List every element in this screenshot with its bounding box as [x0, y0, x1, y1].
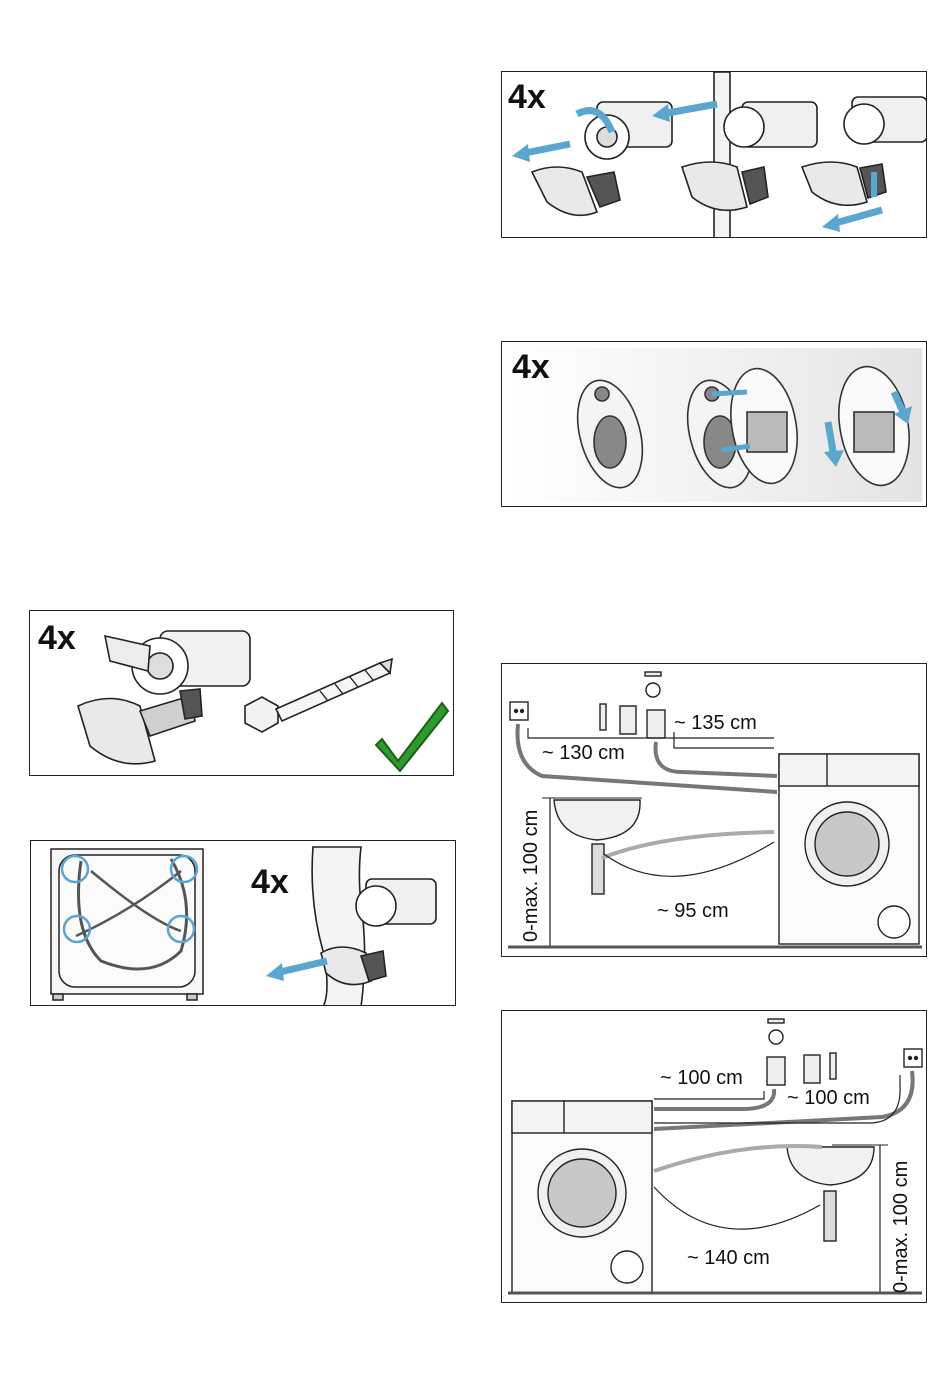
multiplier-label: 4x: [251, 863, 289, 902]
sink-icon: [554, 800, 640, 894]
arrow-icon: [832, 210, 882, 224]
arrow-icon: [276, 961, 327, 973]
panel-cover-caps: 4x: [501, 341, 927, 507]
remove-bolts-illustration: [502, 72, 927, 238]
dim-power-cable: ~ 100 cm: [787, 1087, 870, 1110]
panel-installation-layout-1: ~ 135 cm ~ 130 cm 0-max. 100 cm ~ 95 cm: [501, 663, 927, 957]
hose-brackets-illustration: [31, 841, 456, 1006]
washing-machine-icon: [512, 1101, 652, 1293]
panel-remove-transport-bolts: 4x: [501, 71, 927, 238]
dim-drain-hose: ~ 95 cm: [657, 900, 729, 923]
dim-max-height: 0-max. 100 cm: [890, 1161, 913, 1293]
cover-caps-illustration: [502, 342, 927, 507]
arrow-icon: [712, 392, 747, 394]
tap-icon: [767, 1019, 836, 1085]
panel-keep-parts: 4x: [29, 610, 454, 776]
tap-icon: [600, 672, 665, 738]
dim-drain-hose: ~ 140 cm: [687, 1247, 770, 1270]
dim-tap-hose: ~ 100 cm: [660, 1067, 743, 1090]
dim-power-cable: ~ 130 cm: [542, 742, 625, 765]
transport-bolt-icon: [78, 631, 250, 764]
washing-machine-back-icon: [51, 849, 203, 1000]
dim-max-height: 0-max. 100 cm: [520, 810, 543, 942]
dim-tap-hose: ~ 135 cm: [674, 712, 757, 735]
panel-hose-brackets: 4x: [30, 840, 456, 1006]
sink-icon: [787, 1147, 874, 1241]
checkmark-icon: [376, 703, 448, 771]
keep-parts-illustration: [30, 611, 454, 776]
screw-icon: [245, 659, 392, 732]
multiplier-label: 4x: [512, 348, 550, 387]
panel-installation-layout-2: ~ 100 cm ~ 100 cm 0-max. 100 cm ~ 140 cm: [501, 1010, 927, 1303]
power-socket-icon: [904, 1049, 922, 1067]
power-socket-icon: [510, 702, 528, 720]
washing-machine-icon: [779, 754, 919, 944]
